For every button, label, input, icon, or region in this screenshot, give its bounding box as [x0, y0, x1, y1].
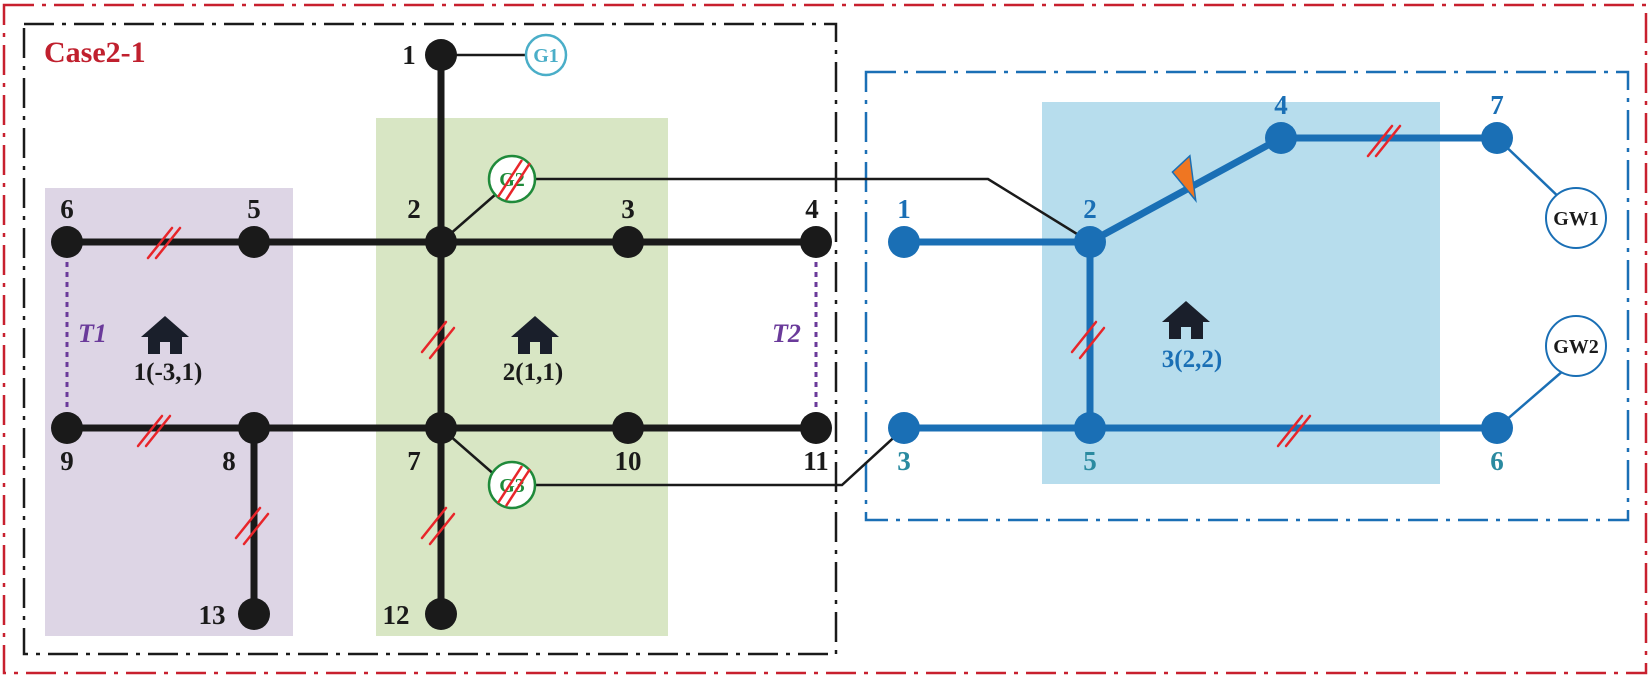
power-node-4[interactable]: [800, 226, 832, 258]
power-node-9[interactable]: [51, 412, 83, 444]
generator-G3-icon: [487, 460, 537, 510]
power-node-3[interactable]: [612, 226, 644, 258]
gas-node-5[interactable]: [1074, 412, 1106, 444]
gas-node-label: 3: [897, 446, 911, 476]
power-node-11[interactable]: [800, 412, 832, 444]
outer-case-border: [2, 3, 1648, 675]
fault-mark-power-8-13: [234, 506, 270, 546]
power-node-label: 1: [402, 40, 416, 70]
fault-marks: [136, 124, 1402, 546]
fault-mark-power-2-7: [420, 320, 456, 360]
power-node-label: 6: [60, 194, 74, 224]
house-icon: [141, 316, 189, 354]
gas-node-4[interactable]: [1265, 122, 1297, 154]
gas-node-label: 1: [897, 194, 911, 224]
power-node-label: 8: [222, 446, 236, 476]
power-node-2[interactable]: [425, 226, 457, 258]
gas-well-GW1-icon: [1545, 187, 1607, 249]
power-node-1[interactable]: [425, 39, 457, 71]
gas-node-label: 6: [1490, 446, 1504, 476]
generator-G1-label: G1: [533, 45, 559, 67]
power-system-border: [22, 22, 838, 656]
gas-node-7[interactable]: [1481, 122, 1513, 154]
generator-G2-icon: [487, 154, 537, 204]
gas-node-6[interactable]: [1481, 412, 1513, 444]
compressor-icon[interactable]: [1170, 154, 1198, 204]
generator-G3[interactable]: G3: [487, 460, 537, 510]
gas-well-GW1-label: GW1: [1553, 208, 1599, 230]
area-3-label: 3(2,2): [1162, 346, 1222, 373]
tie-switch-T1-label: T1: [78, 319, 107, 348]
area-1-label: 1(-3,1): [134, 359, 203, 386]
g3-gas-coupling-line: [534, 429, 903, 487]
generator-G1-icon: [524, 33, 568, 77]
tie-switch-T2-label: T2: [772, 319, 801, 348]
power-node-8[interactable]: [238, 412, 270, 444]
gas-node-label: 7: [1490, 90, 1504, 120]
gas-well-GW2-label: GW2: [1553, 336, 1599, 358]
generator-G2[interactable]: G2: [487, 154, 537, 204]
gas-node-labels: 1 2 3 4 5 6 7: [897, 90, 1504, 476]
fault-mark-gas-4-7: [1366, 124, 1402, 158]
power-node-label: 3: [621, 194, 635, 224]
gas-node-label: 4: [1274, 90, 1288, 120]
fault-mark-power-6-5: [146, 226, 182, 260]
power-node-12[interactable]: [425, 598, 457, 630]
house-icon: [511, 316, 559, 354]
area-2-label: 2(1,1): [503, 359, 563, 386]
power-node-label: 7: [407, 446, 421, 476]
power-node-7[interactable]: [425, 412, 457, 444]
power-node-6[interactable]: [51, 226, 83, 258]
gas-node-label: 2: [1083, 194, 1097, 224]
gas-well-GW2[interactable]: GW2: [1545, 315, 1607, 377]
generator-G3-outage-mark: [496, 465, 532, 507]
power-node-label: 4: [805, 194, 819, 224]
fault-mark-gas-5-6: [1276, 414, 1312, 448]
gas-well-GW2-icon: [1545, 315, 1607, 377]
gas-well-GW1[interactable]: GW1: [1545, 187, 1607, 249]
power-node-labels: 1 2 3 4 5 6 7 8 9 10 11 12 13: [60, 40, 829, 630]
power-node-label: 5: [247, 194, 261, 224]
g2-gas-coupling-line: [534, 177, 1091, 244]
power-node-5[interactable]: [238, 226, 270, 258]
power-node-label: 13: [199, 600, 226, 630]
gas-node-1[interactable]: [888, 226, 920, 258]
house-icon: [1162, 301, 1210, 339]
case-title: Case2-1: [44, 36, 146, 69]
gas-node-2[interactable]: [1074, 226, 1106, 258]
power-node-label: 9: [60, 446, 74, 476]
gas-system-border: [864, 70, 1630, 522]
power-node-label: 11: [803, 446, 829, 476]
power-node-label: 2: [407, 194, 421, 224]
fault-mark-gas-2-5: [1070, 320, 1106, 360]
fault-mark-power-7-12: [420, 506, 456, 546]
power-node-13[interactable]: [238, 598, 270, 630]
gas-node-3[interactable]: [888, 412, 920, 444]
gas-branch-2-4[interactable]: [1086, 134, 1285, 246]
fault-mark-power-9-8: [136, 414, 172, 448]
power-node-10[interactable]: [612, 412, 644, 444]
power-nodes: [51, 39, 832, 630]
power-node-label: 12: [383, 600, 410, 630]
area-3-region: [1042, 102, 1440, 484]
generator-G2-outage-mark: [496, 159, 532, 201]
gas-node-label: 5: [1083, 446, 1097, 476]
generator-G1[interactable]: G1: [524, 33, 568, 77]
gas-nodes: [888, 122, 1513, 444]
area-2-region: [376, 118, 668, 636]
power-node-label: 10: [615, 446, 642, 476]
